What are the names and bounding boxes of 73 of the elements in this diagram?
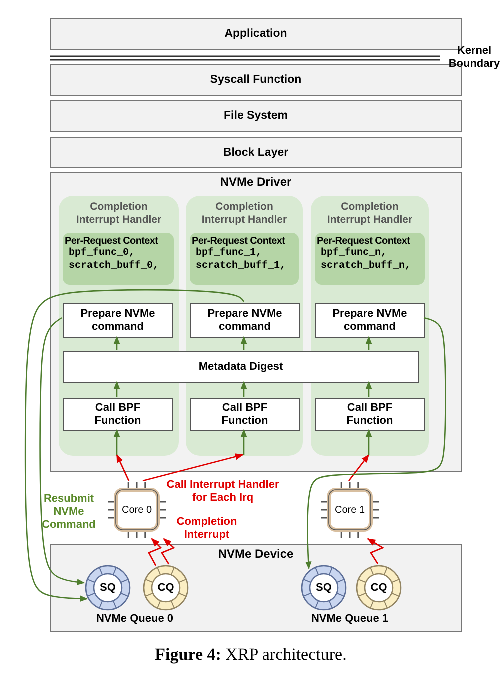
queue-caption: NVMe Queue 1 bbox=[310, 613, 390, 626]
handler-title: Completion Interrupt Handler bbox=[200, 201, 288, 227]
layer-label: File System bbox=[224, 110, 288, 122]
process-box bbox=[315, 398, 425, 431]
figure-caption: Figure 4: XRP architecture. bbox=[154, 645, 348, 665]
arrow bbox=[40, 317, 86, 586]
arrow bbox=[348, 454, 370, 482]
process-box bbox=[63, 303, 173, 338]
arrow bbox=[114, 429, 120, 455]
layer-label: Application bbox=[224, 28, 288, 40]
arrow bbox=[240, 336, 248, 350]
context-box bbox=[63, 233, 174, 285]
core-label: Core 0 bbox=[122, 504, 152, 516]
handler-title: Completion Interrupt Handler bbox=[326, 201, 414, 227]
step-label: Prepare NVMe command bbox=[80, 308, 156, 334]
container-box bbox=[50, 544, 462, 632]
arrow bbox=[366, 429, 372, 455]
layer-label: Block Layer bbox=[223, 146, 289, 158]
handler-title: Completion Interrupt Handler bbox=[75, 201, 163, 227]
queue-label: SQ bbox=[316, 582, 332, 594]
arrow bbox=[24, 289, 244, 602]
container-title: NVMe Driver bbox=[219, 175, 293, 189]
arrow bbox=[148, 538, 162, 566]
context-title: Per-Request Context bbox=[192, 236, 286, 247]
resubmit-label: Resubmit NVMe Command bbox=[41, 493, 97, 532]
interrupt-label: Completion Interrupt bbox=[176, 516, 238, 542]
arrow bbox=[142, 454, 244, 482]
context-box bbox=[190, 233, 299, 285]
arrow bbox=[114, 381, 120, 397]
layer-label: Syscall Function bbox=[210, 74, 302, 86]
arrow bbox=[116, 454, 130, 482]
step-label: Prepare NVMe command bbox=[206, 308, 284, 334]
arrow bbox=[306, 317, 446, 570]
container-title: NVMe Device bbox=[217, 547, 295, 561]
arrow bbox=[240, 429, 248, 455]
queue-label: SQ bbox=[100, 582, 116, 594]
arrow bbox=[114, 336, 120, 350]
queue-label: CQ bbox=[370, 582, 388, 594]
step-label: Prepare NVMe command bbox=[332, 308, 408, 334]
interrupt-call-label: Call Interrupt Handler for Each Irq bbox=[166, 479, 280, 505]
arrow bbox=[367, 538, 385, 564]
boundary-label: Kernel Boundary bbox=[448, 45, 502, 71]
queue-ring bbox=[356, 565, 402, 611]
arrow bbox=[366, 336, 372, 350]
cpu-chip bbox=[320, 481, 380, 539]
step-label: Metadata Digest bbox=[198, 360, 284, 374]
queue-caption: NVMe Queue 0 bbox=[95, 613, 175, 626]
arrow bbox=[366, 381, 372, 397]
arrow bbox=[160, 538, 176, 565]
process-box bbox=[63, 351, 419, 383]
process-box bbox=[190, 303, 300, 338]
step-label: Call BPF Function bbox=[220, 402, 270, 428]
step-label: Call BPF Function bbox=[94, 402, 142, 428]
container-box bbox=[50, 172, 462, 472]
queue-label: CQ bbox=[158, 582, 174, 594]
context-fields: bpf_func_n, scratch_buff_n, bbox=[317, 247, 423, 273]
context-fields: bpf_func_0, scratch_buff_0, bbox=[65, 247, 172, 273]
process-box bbox=[190, 398, 300, 431]
context-title: Per-Request Context bbox=[65, 236, 160, 247]
layer-box bbox=[50, 137, 462, 168]
core-label: Core 1 bbox=[334, 504, 365, 516]
cpu-chip bbox=[107, 481, 167, 539]
queue-ring bbox=[301, 565, 347, 611]
context-fields: bpf_func_1, scratch_buff_1, bbox=[192, 247, 297, 273]
layer-box bbox=[50, 100, 462, 132]
arrow bbox=[240, 381, 248, 397]
context-box bbox=[315, 233, 425, 285]
step-label: Call BPF Function bbox=[346, 402, 394, 428]
process-box bbox=[63, 398, 173, 431]
queue-ring bbox=[85, 565, 131, 611]
queue-ring bbox=[143, 565, 189, 611]
context-title: Per-Request Context bbox=[317, 236, 412, 247]
process-box bbox=[315, 303, 425, 338]
